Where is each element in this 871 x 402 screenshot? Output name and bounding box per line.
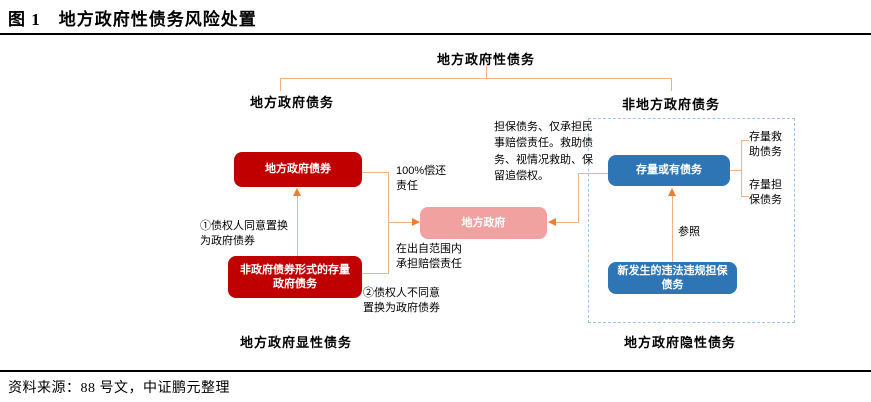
annotation-guarantee-note: 担保债务、仅承担民 事赔偿责任。救助债 务、视情况救助、保 留追偿权。 <box>494 121 593 182</box>
connector-root-stem <box>486 66 487 78</box>
source-note: 资料来源：88 号文，中证鹏元整理 <box>8 381 230 396</box>
connector-contingent-left <box>578 173 608 174</box>
connector-left-branch-stem <box>280 78 281 91</box>
box-local-government: 地方政府 <box>420 207 547 239</box>
connector-mid-vertical-left <box>388 172 389 274</box>
annotation-swap-disagree: ②债权人不同意 置换为政府债券 <box>363 287 440 314</box>
bracket-bottom-arm <box>741 196 749 197</box>
explicit-debt-label: 地方政府显性债务 <box>239 335 352 350</box>
connector-nonbond-to-mid <box>362 273 389 274</box>
title-rule <box>0 33 871 35</box>
implicit-debt-label: 地方政府隐性债务 <box>623 335 736 350</box>
box-gov-bond: 地方政府债券 <box>234 152 362 187</box>
annotation-stock-guarantee: 存量担 保债务 <box>749 179 782 206</box>
connector-swap-line <box>297 195 298 256</box>
arrowhead-into-localgov-left <box>412 218 420 226</box>
connector-right-branch-stem <box>671 78 672 91</box>
box-new-illegal-guarantee: 新发生的违法违规担保 债务 <box>608 262 737 294</box>
arrowhead-into-localgov-right <box>548 218 556 226</box>
box-non-bond-stock: 非政府债券形式的存量 政府债务 <box>228 256 362 298</box>
annotation-stock-rescue: 存量救 助债务 <box>749 131 782 158</box>
connector-bond-to-mid <box>362 172 389 173</box>
arrowhead-swap-up <box>293 188 301 196</box>
bracket-vertical <box>741 140 742 197</box>
hidden-debt-dashed-frame <box>588 118 795 323</box>
connector-mid-vertical-right <box>578 173 579 223</box>
annotation-swap-agree: ①债权人同意置换 为政府债券 <box>200 220 288 247</box>
connector-to-localgov-right-line <box>556 222 578 223</box>
bracket-stub <box>730 170 742 171</box>
bracket-top-arm <box>741 140 749 141</box>
left-branch-label: 地方政府债务 <box>249 95 334 110</box>
connector-branch-horizontal <box>280 78 672 79</box>
annotation-reference: 参照 <box>678 226 700 238</box>
right-branch-label: 非地方政府债务 <box>621 97 720 112</box>
arrowhead-reference-up <box>668 188 676 196</box>
root-node-label: 地方政府性债务 <box>436 52 535 67</box>
annotation-full-repayment: 100%偿还 责任 <box>396 165 447 192</box>
connector-reference-line <box>672 195 673 262</box>
annotation-compensation-scope: 在出自范围内 承担赔偿责任 <box>396 243 462 270</box>
box-stock-contingent: 存量或有债务 <box>608 155 730 186</box>
connector-to-localgov-line <box>388 222 413 223</box>
figure-title: 图 1 地方政府性债务风险处置 <box>8 10 257 29</box>
footer-rule <box>0 370 871 372</box>
